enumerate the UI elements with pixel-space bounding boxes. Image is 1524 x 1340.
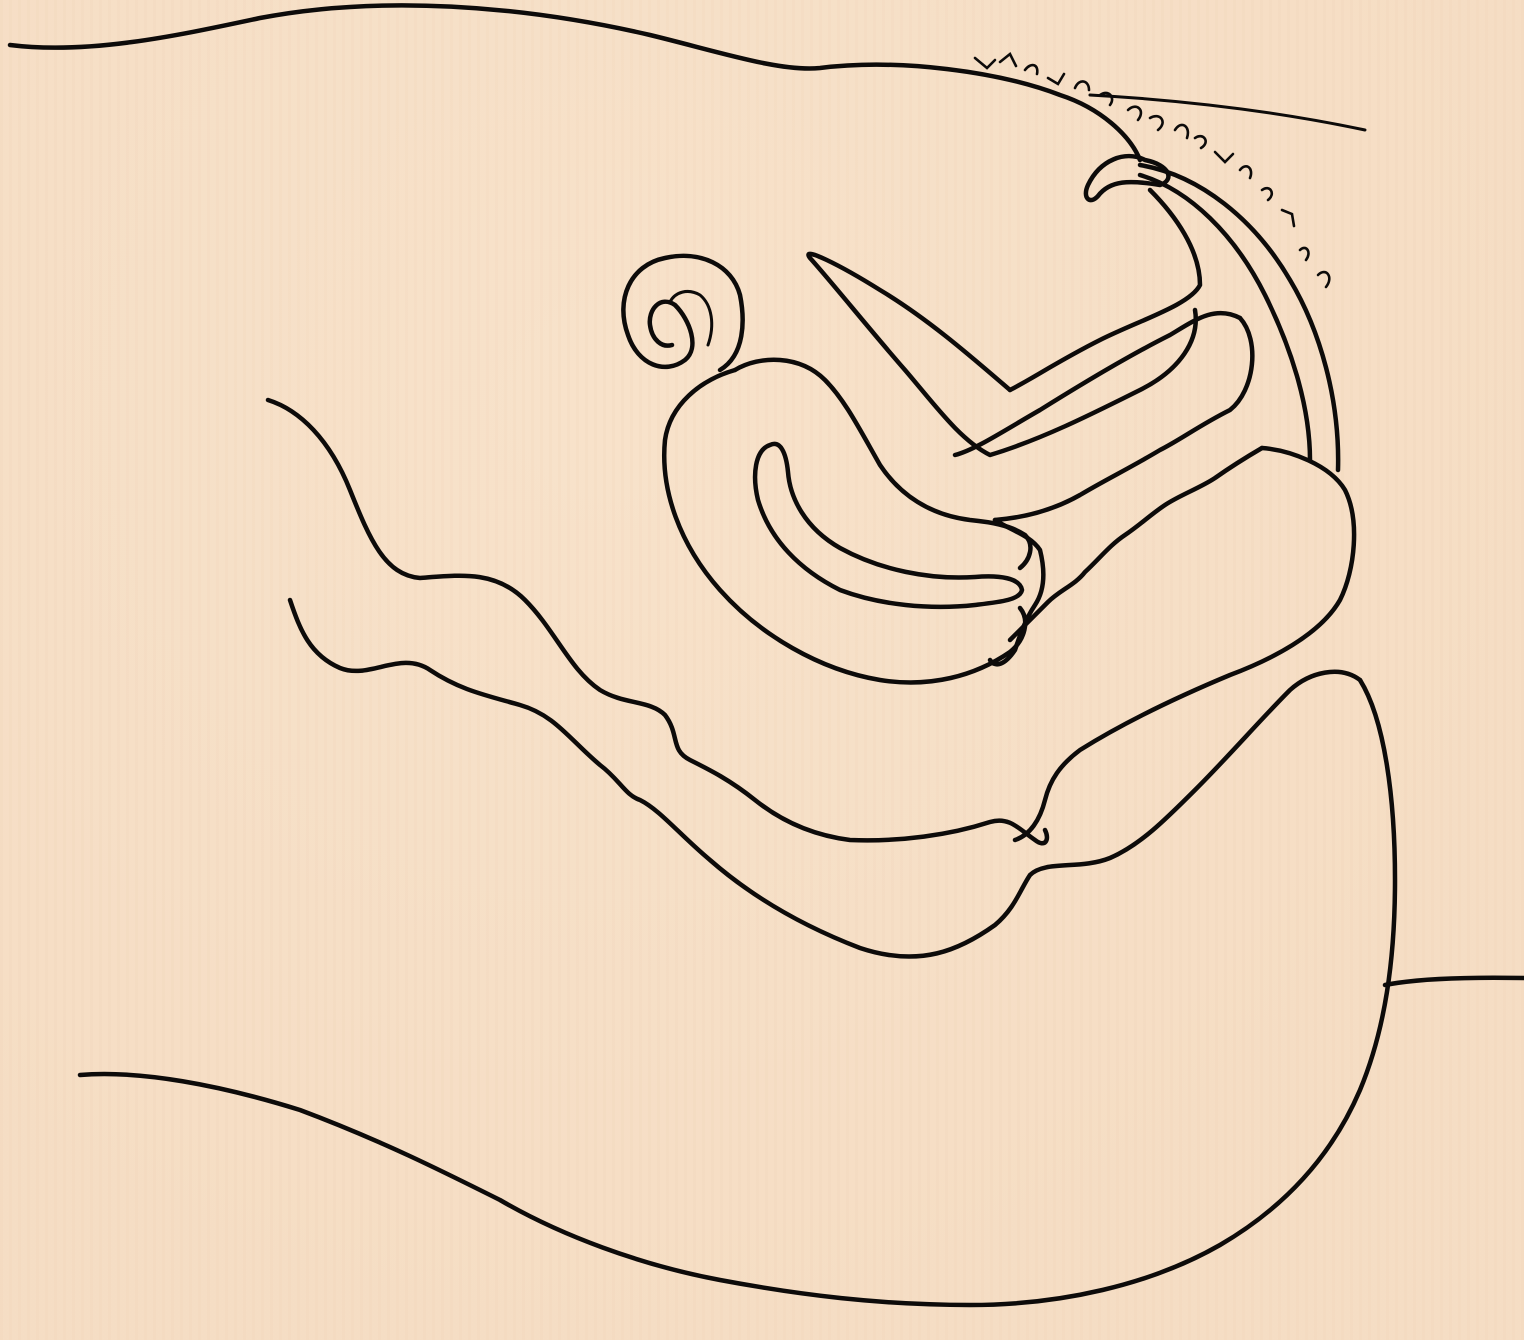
vaginal-canal-inner-top — [955, 313, 1240, 455]
abdominal-wall-inner — [1140, 175, 1310, 460]
fallopian-tube-curl — [623, 256, 742, 370]
uterus-outer-top — [735, 360, 1030, 568]
vaginal-rugae-line — [1010, 448, 1262, 640]
thigh-line — [1385, 978, 1524, 985]
posterior-wavy-line-1 — [268, 400, 1047, 843]
uterine-cavity — [755, 444, 1022, 607]
hair-marks — [975, 54, 1329, 287]
back-contour-line — [10, 5, 1140, 160]
buttock-curve — [80, 680, 1395, 1305]
posterior-wavy-line-2 — [290, 600, 1360, 957]
pubic-symphysis — [1015, 448, 1354, 840]
vaginal-canal-upper — [995, 318, 1252, 520]
urethra-line-upper — [1010, 190, 1200, 390]
skin-surface-line — [1090, 95, 1365, 130]
uterus-outer — [664, 370, 1025, 682]
